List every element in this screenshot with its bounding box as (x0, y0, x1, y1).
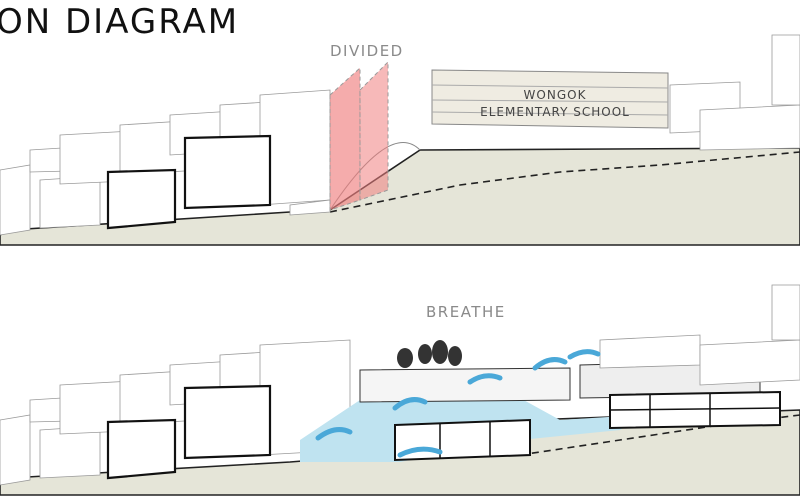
airflow-arrow-icon (532, 357, 568, 371)
airflow-arrow-icon (567, 349, 601, 360)
top-panel (0, 34, 800, 246)
top-section-line (329, 151, 800, 213)
school-label: WONGOK ELEMENTARY SCHOOL (440, 87, 670, 121)
bottom-right-city-blocks (599, 284, 800, 386)
divider-wall-2 (359, 60, 389, 201)
school-complex-section (359, 359, 781, 462)
divider-wall-1 (329, 66, 361, 211)
airflow-arrows (315, 349, 601, 458)
divided-label: DIVIDED (330, 42, 404, 60)
top-highlight-block-1 (106, 168, 177, 230)
breathe-label: BREATHE (426, 303, 506, 321)
trees (397, 340, 462, 368)
bottom-highlight-block-2 (183, 384, 272, 460)
school-name-line1: WONGOK (523, 88, 587, 102)
bottom-panel (0, 284, 800, 496)
wongok-school-building (431, 69, 669, 129)
airflow-arrow-icon (315, 427, 353, 441)
top-highlight-block-2 (183, 134, 272, 210)
diagram-title: ON DIAGRAM (0, 2, 240, 42)
bottom-highlight-block-1 (106, 418, 177, 480)
top-right-city-blocks (669, 34, 800, 151)
school-name-line2: ELEMENTARY SCHOOL (480, 105, 630, 119)
airflow-arrow-icon (392, 397, 428, 411)
airflow-arrow-icon (467, 373, 503, 385)
airflow-arrow-icon (397, 446, 443, 458)
